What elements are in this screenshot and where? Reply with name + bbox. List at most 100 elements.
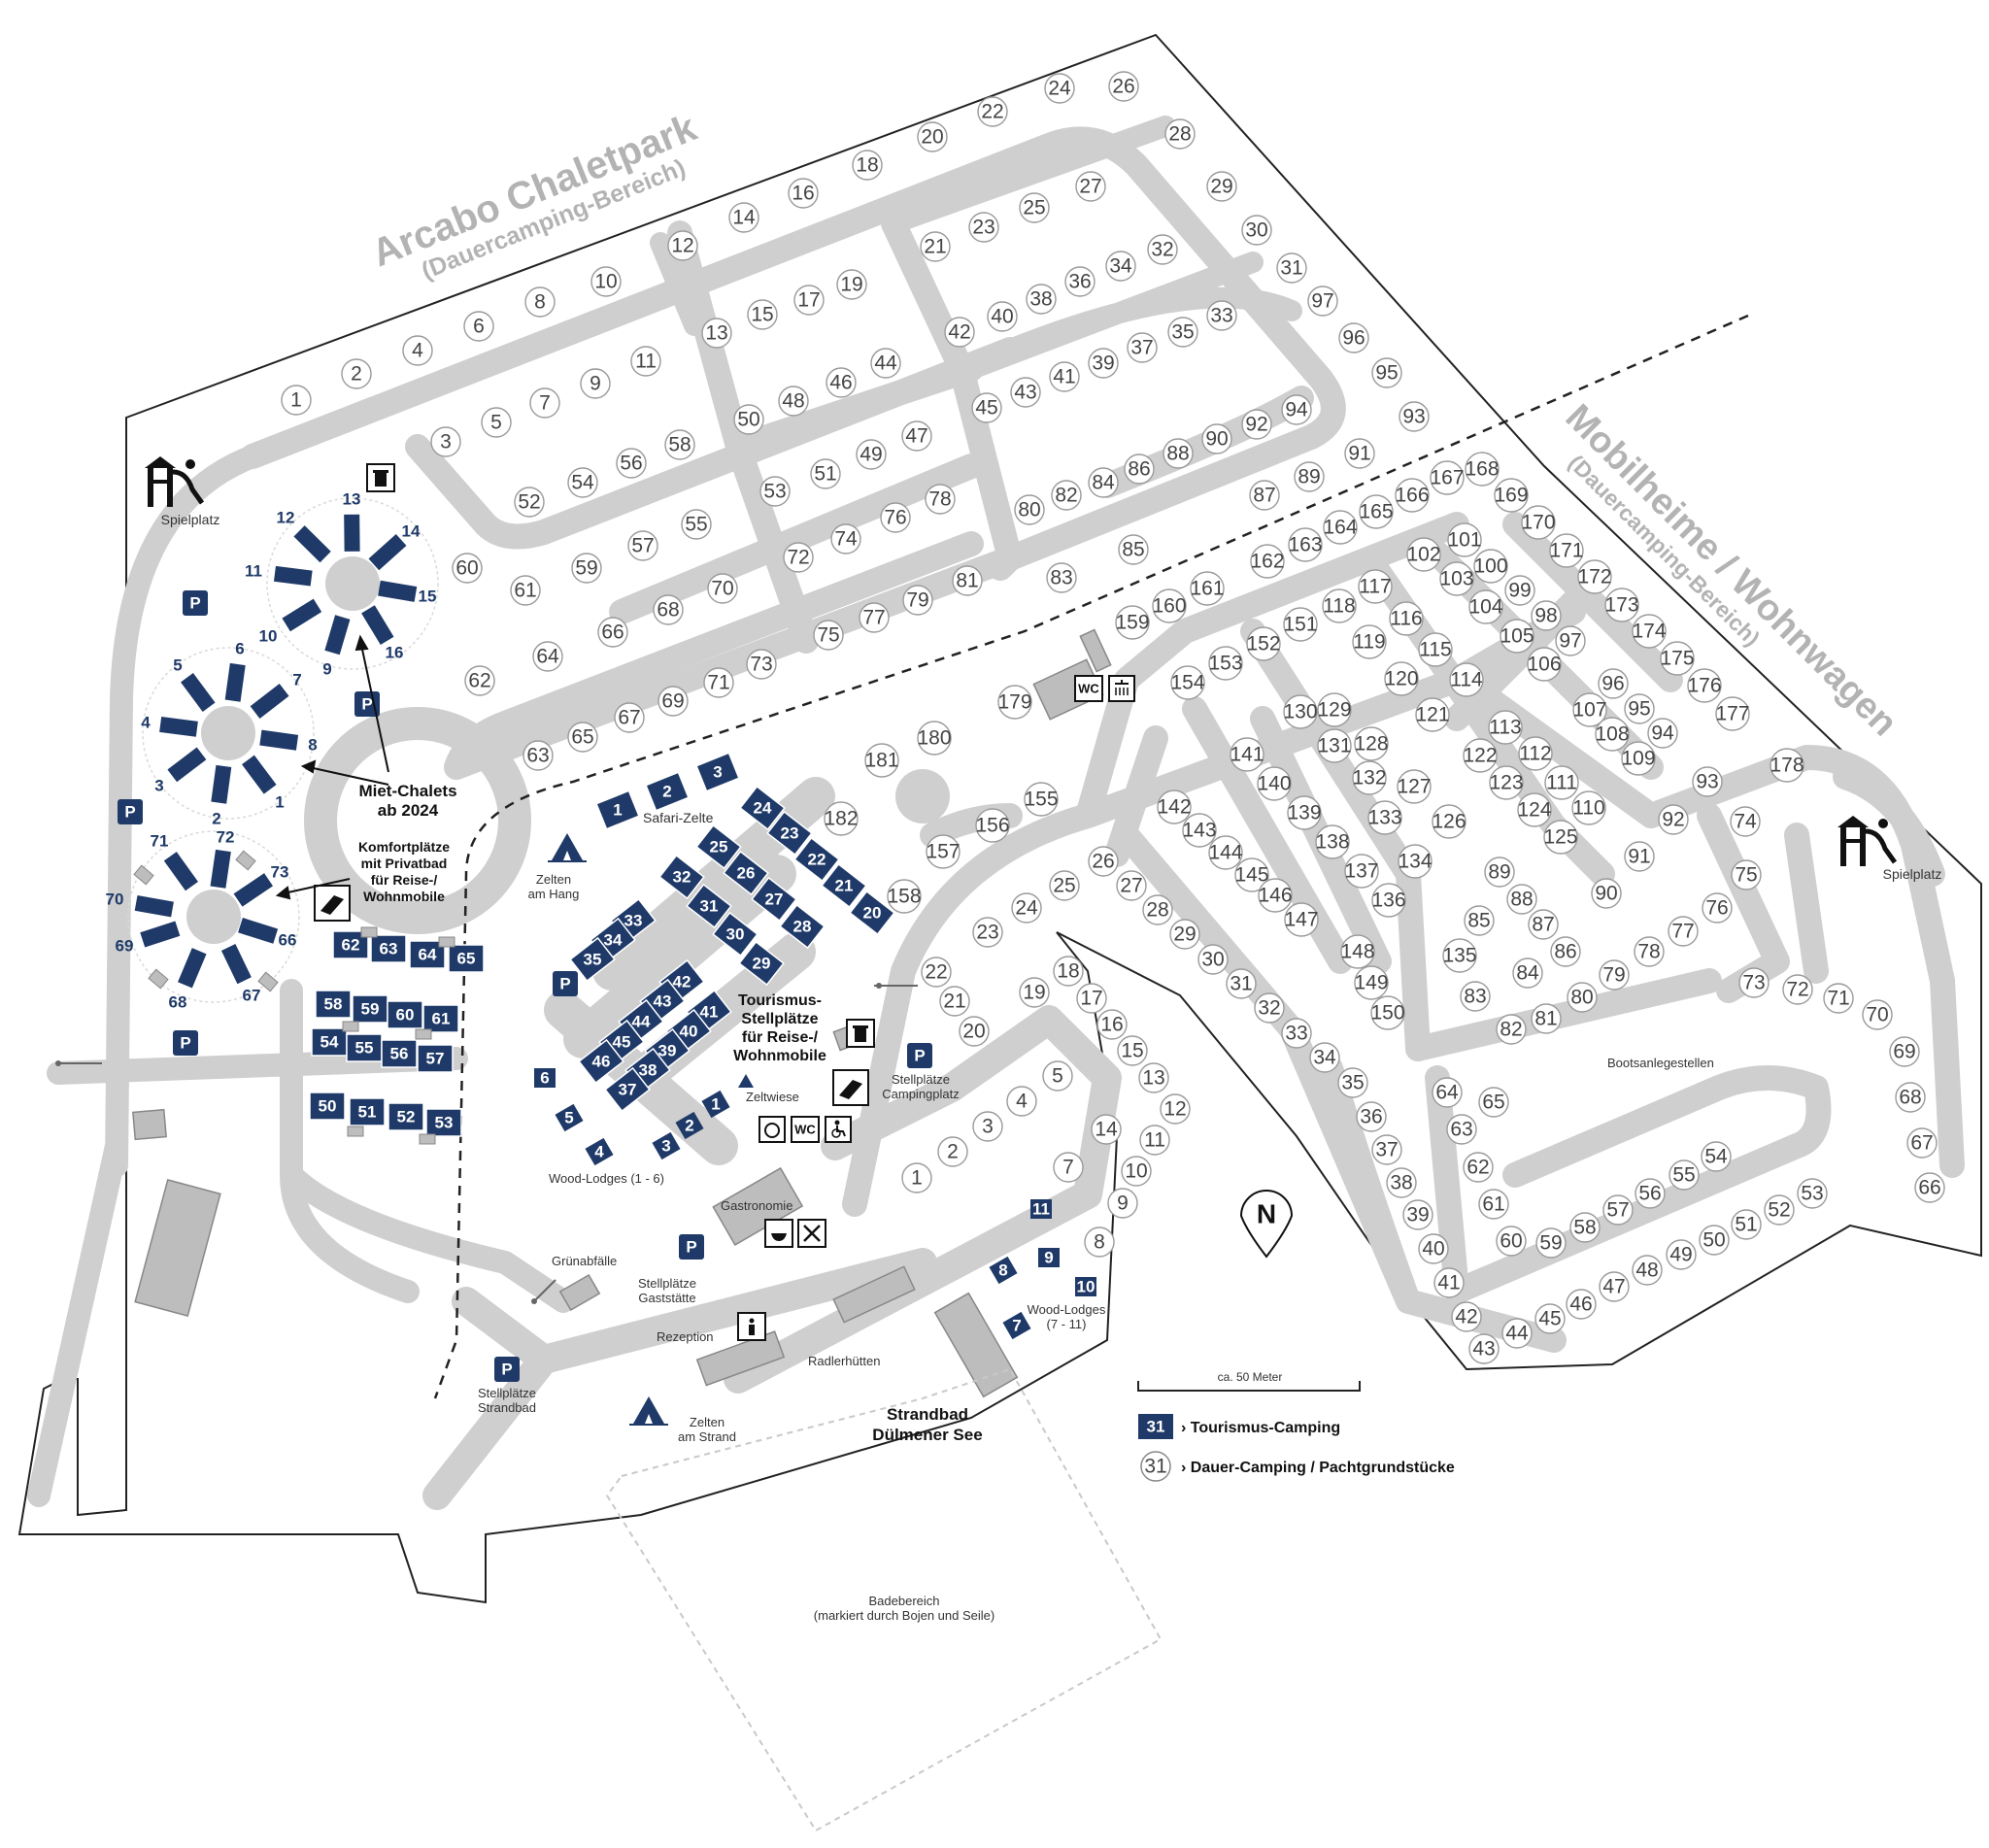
dauer-plot[interactable]: 7 <box>529 387 560 419</box>
dauer-plot[interactable]: 164 <box>1323 510 1358 545</box>
dauer-plot[interactable]: 60 <box>452 553 483 584</box>
chalet-unit[interactable] <box>167 747 207 783</box>
dauer-plot[interactable]: 81 <box>952 565 983 596</box>
dauer-plot[interactable]: 64 <box>1432 1077 1463 1108</box>
tourism-pitch[interactable]: 2 <box>645 771 690 812</box>
dauer-plot[interactable]: 148 <box>1340 934 1375 969</box>
dauer-plot[interactable]: 107 <box>1572 692 1607 727</box>
dauer-plot[interactable]: 151 <box>1283 607 1318 642</box>
dauer-plot[interactable]: 27 <box>1075 171 1106 202</box>
dauer-plot[interactable]: 83 <box>1460 981 1491 1012</box>
wood-lodge[interactable]: 5 <box>555 1103 584 1132</box>
dauer-plot[interactable]: 32 <box>1254 992 1285 1024</box>
dauer-plot[interactable]: 145 <box>1234 857 1269 892</box>
chalet-unit[interactable] <box>181 672 216 713</box>
dauer-plot[interactable]: 156 <box>975 808 1010 843</box>
dauer-plot[interactable]: 94 <box>1281 394 1312 425</box>
dauer-plot[interactable]: 100 <box>1473 549 1508 584</box>
dauer-plot[interactable]: 93 <box>1692 766 1723 797</box>
dauer-plot[interactable]: 160 <box>1152 588 1187 623</box>
tourism-pitch[interactable]: 55 <box>346 1033 383 1062</box>
dauer-plot[interactable]: 91 <box>1344 438 1375 469</box>
tourism-pitch[interactable]: 21 <box>821 862 867 909</box>
dauer-plot[interactable]: 175 <box>1660 641 1695 676</box>
dauer-plot[interactable]: 68 <box>653 594 684 625</box>
dauer-plot[interactable]: 93 <box>1399 401 1430 432</box>
dauer-plot[interactable]: 79 <box>1599 959 1630 991</box>
dauer-plot[interactable]: 15 <box>1117 1035 1148 1066</box>
dauer-plot[interactable]: 129 <box>1317 692 1352 727</box>
dauer-plot[interactable]: 65 <box>567 722 598 753</box>
dauer-plot[interactable]: 12 <box>1160 1093 1191 1125</box>
chalet-unit[interactable] <box>293 525 331 563</box>
dauer-plot[interactable]: 133 <box>1367 800 1402 835</box>
dauer-plot[interactable]: 51 <box>810 458 841 489</box>
tourism-pitch[interactable]: 56 <box>381 1039 418 1068</box>
dauer-plot[interactable]: 54 <box>1701 1141 1732 1172</box>
dauer-plot[interactable]: 177 <box>1715 696 1750 731</box>
dauer-plot[interactable]: 95 <box>1371 357 1402 388</box>
dauer-plot[interactable]: 74 <box>1730 806 1761 837</box>
dauer-plot[interactable]: 166 <box>1395 478 1430 513</box>
tourism-pitch[interactable]: 23 <box>766 810 813 857</box>
wood-lodge[interactable]: 4 <box>585 1137 614 1166</box>
dauer-plot[interactable]: 67 <box>614 702 645 733</box>
dauer-plot[interactable]: 97 <box>1555 625 1586 656</box>
dauer-plot[interactable]: 163 <box>1288 527 1323 562</box>
dauer-plot[interactable]: 17 <box>793 285 825 316</box>
dauer-plot[interactable]: 139 <box>1287 795 1322 830</box>
tourism-pitch[interactable]: 65 <box>448 944 485 973</box>
dauer-plot[interactable]: 10 <box>1121 1156 1152 1187</box>
dauer-plot[interactable]: 40 <box>1418 1233 1449 1264</box>
dauer-plot[interactable]: 104 <box>1468 589 1503 624</box>
dauer-plot[interactable]: 136 <box>1371 883 1406 918</box>
dauer-plot[interactable]: 50 <box>1699 1225 1730 1256</box>
tourism-pitch[interactable]: 37 <box>604 1066 651 1113</box>
parking-icon[interactable]: P <box>907 1043 932 1068</box>
dauer-plot[interactable]: 90 <box>1591 878 1622 909</box>
dauer-plot[interactable]: 26 <box>1088 846 1119 877</box>
dauer-plot[interactable]: 122 <box>1463 738 1498 773</box>
dauer-plot[interactable]: 53 <box>1797 1178 1828 1209</box>
dauer-plot[interactable]: 127 <box>1397 769 1432 804</box>
dauer-plot[interactable]: 117 <box>1358 569 1393 604</box>
dauer-plot[interactable]: 116 <box>1389 601 1424 636</box>
dauer-plot[interactable]: 119 <box>1352 624 1387 659</box>
chalet-unit[interactable] <box>233 873 274 907</box>
dauer-plot[interactable]: 14 <box>728 202 759 233</box>
dauer-plot[interactable]: 80 <box>1014 494 1045 525</box>
tourism-pitch[interactable]: 28 <box>779 903 826 950</box>
dauer-plot[interactable]: 8 <box>1084 1226 1115 1258</box>
dauer-plot[interactable]: 115 <box>1418 632 1453 667</box>
dauer-plot[interactable]: 12 <box>667 230 698 261</box>
dauer-plot[interactable]: 3 <box>972 1111 1003 1142</box>
tourism-pitch[interactable]: 52 <box>388 1102 424 1131</box>
chalet-unit[interactable] <box>159 717 198 737</box>
dauer-plot[interactable]: 78 <box>1634 936 1665 967</box>
dauer-plot[interactable]: 64 <box>532 641 563 672</box>
parking-icon[interactable]: P <box>173 1030 198 1056</box>
tourism-pitch[interactable]: 25 <box>695 823 742 870</box>
dauer-plot[interactable]: 11 <box>630 346 661 377</box>
dauer-plot[interactable]: 152 <box>1246 626 1281 661</box>
dauer-plot[interactable]: 23 <box>972 917 1003 948</box>
dauer-plot[interactable]: 114 <box>1449 662 1484 697</box>
dauer-plot[interactable]: 77 <box>859 602 890 633</box>
dauer-plot[interactable]: 71 <box>703 667 734 698</box>
chalet-unit[interactable] <box>344 514 360 552</box>
dauer-plot[interactable]: 10 <box>590 266 622 297</box>
dauer-plot[interactable]: 142 <box>1157 790 1192 824</box>
dauer-plot[interactable]: 33 <box>1281 1018 1312 1049</box>
dauer-plot[interactable]: 22 <box>921 957 952 988</box>
dauer-plot[interactable]: 141 <box>1230 737 1264 772</box>
dauer-plot[interactable]: 48 <box>778 386 809 417</box>
dauer-plot[interactable]: 56 <box>1635 1178 1666 1209</box>
dauer-plot[interactable]: 56 <box>616 448 647 479</box>
dauer-plot[interactable]: 7 <box>1053 1152 1084 1183</box>
dauer-plot[interactable]: 78 <box>925 484 956 515</box>
dauer-plot[interactable]: 45 <box>971 392 1002 423</box>
dauer-plot[interactable]: 162 <box>1250 544 1285 579</box>
dauer-plot[interactable]: 90 <box>1201 423 1232 454</box>
tourism-pitch[interactable]: 54 <box>311 1027 348 1057</box>
dauer-plot[interactable]: 130 <box>1283 694 1318 729</box>
